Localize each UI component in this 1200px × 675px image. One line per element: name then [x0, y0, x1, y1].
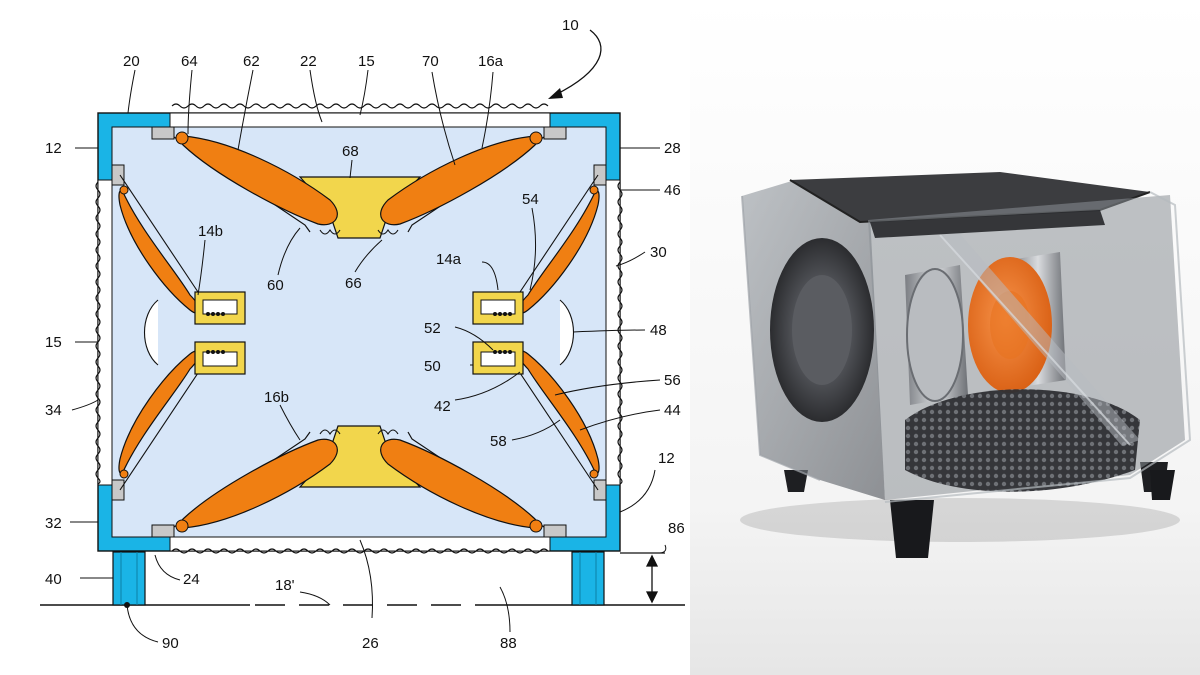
label-52: 52 [424, 320, 441, 337]
foot-front-right [1150, 470, 1175, 500]
label-86: 86 [668, 520, 685, 537]
driver-left [118, 174, 246, 491]
label-90: 90 [162, 635, 179, 652]
cone-left-lower [118, 350, 200, 475]
label-56: 56 [664, 372, 681, 389]
label-46: 46 [664, 182, 681, 199]
reference-labels: 10 20 64 62 22 15 70 16a 12 28 68 46 54 … [45, 17, 685, 652]
label-68: 68 [342, 143, 359, 160]
cone-right-lower [518, 350, 600, 475]
subwoofer-photo [690, 0, 1200, 675]
mounting-flanges [111, 126, 607, 538]
label-12-left: 12 [45, 140, 62, 157]
driver-bottom [173, 425, 545, 533]
foot-left [112, 551, 146, 606]
label-88: 88 [500, 635, 517, 652]
label-58: 58 [490, 433, 507, 450]
label-66: 66 [345, 275, 362, 292]
driver-top [173, 131, 545, 239]
label-22: 22 [300, 53, 317, 70]
label-12-right: 12 [658, 450, 675, 467]
glass-divider [940, 232, 1140, 446]
label-18-prime: 18' [275, 577, 295, 594]
label-32: 32 [45, 515, 62, 532]
label-26: 26 [362, 635, 379, 652]
label-20: 20 [123, 53, 140, 70]
label-30: 30 [650, 244, 667, 261]
label-16a: 16a [478, 53, 504, 70]
label-44: 44 [664, 402, 681, 419]
cone-right-upper [518, 189, 600, 314]
label-10: 10 [562, 17, 579, 34]
label-28: 28 [664, 140, 681, 157]
driver-right [472, 174, 600, 491]
wavy-membranes [95, 103, 623, 554]
label-14a: 14a [436, 251, 462, 268]
label-64: 64 [181, 53, 198, 70]
label-60: 60 [267, 277, 284, 294]
cone-left-upper [118, 189, 200, 314]
foot-right [571, 551, 605, 606]
label-50: 50 [424, 358, 441, 375]
label-48: 48 [650, 322, 667, 339]
label-15-left: 15 [45, 334, 62, 351]
label-16b: 16b [264, 389, 289, 406]
foot-front-left [890, 500, 934, 558]
label-40: 40 [45, 571, 62, 588]
patent-diagram: 10 20 64 62 22 15 70 16a 12 28 68 46 54 … [40, 17, 685, 652]
bottom-grille [905, 389, 1140, 492]
label-34: 34 [45, 402, 62, 419]
label-15-top: 15 [358, 53, 375, 70]
foot-back-left [784, 470, 808, 492]
assembly-arrow [548, 29, 602, 99]
label-54: 54 [522, 191, 539, 208]
leader-lines [70, 69, 667, 643]
label-24: 24 [183, 571, 200, 588]
radiator-surrounds [97, 112, 621, 552]
label-42: 42 [434, 398, 451, 415]
label-70: 70 [422, 53, 439, 70]
height-arrow [620, 552, 665, 604]
label-14b: 14b [198, 223, 223, 240]
label-62: 62 [243, 53, 260, 70]
